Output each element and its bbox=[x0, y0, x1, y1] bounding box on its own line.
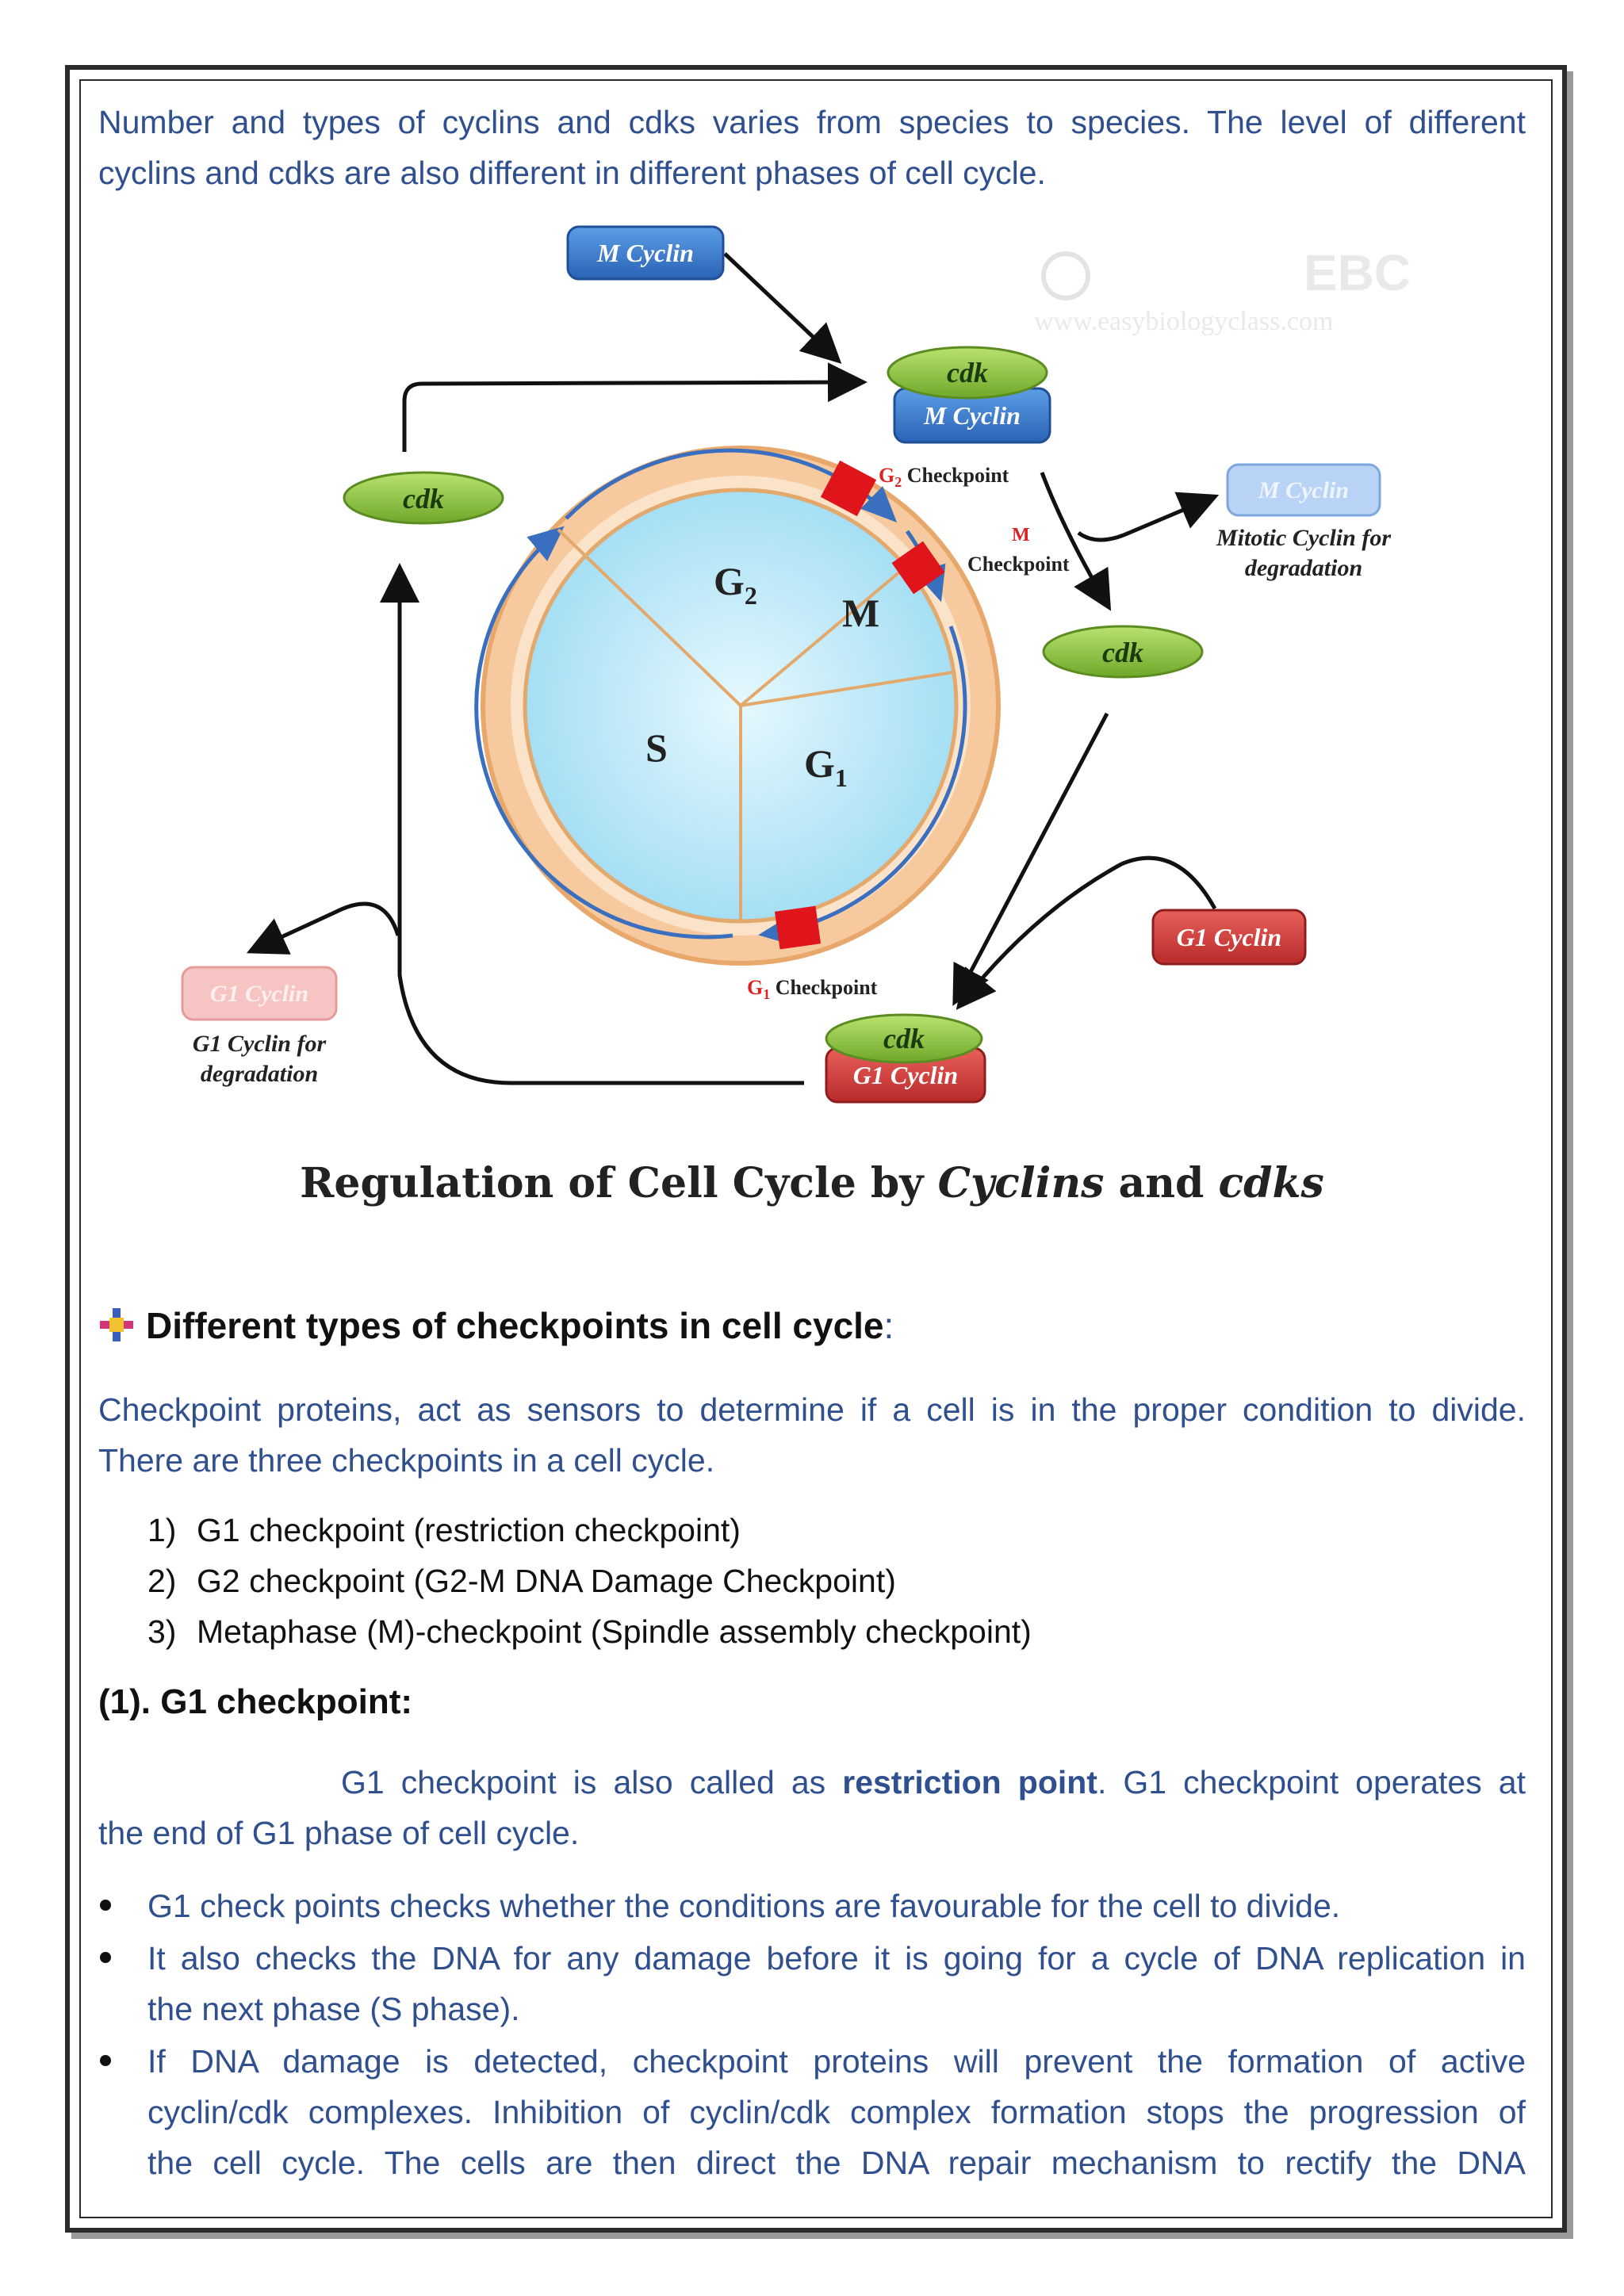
cycle-path-left bbox=[474, 526, 733, 939]
checkpoint-list: 1)G1 checkpoint (restriction checkpoint)… bbox=[147, 1505, 1032, 1657]
phase-dividers bbox=[557, 528, 954, 921]
m-checkpoint-label: Checkpoint bbox=[967, 553, 1070, 576]
checkpoint-intro-line-2: There are three checkpoints in a cell cy… bbox=[98, 1442, 715, 1479]
g1-cyclin-deg-label-2: degradation bbox=[201, 1061, 318, 1087]
flow-arrows bbox=[246, 252, 1220, 1085]
cdk-right-label: cdk bbox=[1102, 637, 1143, 668]
m-cyclin-faded-box bbox=[1226, 463, 1381, 517]
list-item: G1 check points checks whether the condi… bbox=[98, 1881, 1526, 1931]
g1-cyclin-complex-label: G1 Cyclin bbox=[853, 1061, 958, 1089]
list-item: 1)G1 checkpoint (restriction checkpoint) bbox=[147, 1512, 741, 1548]
checkpoints-heading: Different types of checkpoints in cell c… bbox=[98, 1304, 894, 1347]
checkpoint-intro-line-1: Checkpoint proteins, act as sensors to d… bbox=[98, 1391, 1526, 1428]
page-frame-inner bbox=[79, 79, 1553, 2218]
m-checkpoint-marker bbox=[891, 541, 945, 595]
intro-line-1: Number and types of cyclins and cdks var… bbox=[98, 104, 1526, 140]
cdk-left-ellipse bbox=[343, 471, 504, 525]
watermark-logo-text: EBC bbox=[1304, 244, 1411, 301]
phase-m-label: M bbox=[842, 591, 879, 635]
g1-checkpoint-heading: (1). G1 checkpoint: bbox=[98, 1682, 413, 1721]
cdk-right-ellipse bbox=[1042, 625, 1204, 679]
m-cyclin-faded-label: M Cyclin bbox=[1258, 477, 1349, 503]
list-item: 2)G2 checkpoint (G2-M DNA Damage Checkpo… bbox=[147, 1563, 896, 1599]
phase-g1-label: G1 bbox=[804, 741, 848, 792]
mitotic-cyclin-label-2: degradation bbox=[1245, 555, 1362, 581]
phase-s-label: S bbox=[645, 725, 668, 770]
intro-paragraph: Number and types of cyclins and cdks var… bbox=[98, 97, 1526, 198]
g1-checkpoint-marker bbox=[774, 905, 822, 950]
bullet-dot-icon bbox=[100, 1952, 111, 1963]
g2-checkpoint-marker bbox=[820, 460, 877, 517]
bullet-dot-icon bbox=[100, 2055, 111, 2066]
m-cyclin-complex-label: M Cyclin bbox=[923, 401, 1021, 430]
g1-cyclin-box bbox=[1151, 909, 1307, 966]
watermark-url: www.easybiologyclass.com bbox=[1034, 307, 1333, 336]
checkpoints-heading-text: Different types of checkpoints in cell c… bbox=[146, 1305, 884, 1346]
cdk-left-label: cdk bbox=[403, 483, 444, 515]
g1-paragraph-line-1: G1 checkpoint is also called as restrict… bbox=[341, 1764, 1526, 1800]
list-item: 3)Metaphase (M)-checkpoint (Spindle asse… bbox=[147, 1613, 1032, 1650]
cdk-bottom-ellipse bbox=[825, 1013, 983, 1064]
mitotic-cyclin-label-1: Mitotic Cyclin for bbox=[1216, 525, 1391, 551]
bullet-dot-icon bbox=[100, 1900, 111, 1911]
cdk-top-label: cdk bbox=[947, 357, 988, 388]
cdk-bottom-label: cdk bbox=[883, 1023, 925, 1054]
checkpoints-heading-colon: : bbox=[883, 1305, 894, 1346]
cycle-path-right bbox=[758, 626, 967, 947]
page-frame bbox=[65, 65, 1567, 2233]
g1-cyclin-deg-label-1: G1 Cyclin for bbox=[193, 1031, 327, 1057]
g2-checkpoint-label: G2 Checkpoint bbox=[879, 464, 1009, 490]
m-cyclin-label: M Cyclin bbox=[596, 239, 694, 267]
cross-bullet-icon bbox=[98, 1307, 135, 1343]
m-cyclin-box bbox=[566, 225, 725, 281]
restriction-point-term: restriction point bbox=[842, 1764, 1097, 1800]
cdk-top-ellipse bbox=[887, 346, 1048, 400]
list-item: It also checks the DNA for any damage be… bbox=[98, 1933, 1526, 2034]
g1-paragraph-line-2: the end of G1 phase of cell cycle. bbox=[98, 1815, 580, 1851]
g1-checkpoint-label: G1 Checkpoint bbox=[747, 976, 878, 1002]
list-item: If DNA damage is detected, checkpoint pr… bbox=[98, 2036, 1526, 2188]
diagram-caption: Regulation of Cell Cycle by Cyclins and … bbox=[300, 1159, 1324, 1207]
phase-g2-label: G2 bbox=[714, 559, 757, 610]
m-checkpoint-letter: M bbox=[1012, 525, 1030, 545]
g1-paragraph: G1 checkpoint is also called as restrict… bbox=[98, 1757, 1526, 1858]
g1-cyclin-faded-label: G1 Cyclin bbox=[210, 981, 308, 1007]
cell-cycle-diagram: EBC www.easybiologyclass.com G2 M S G1 G… bbox=[181, 225, 1411, 1207]
checkpoint-intro-paragraph: Checkpoint proteins, act as sensors to d… bbox=[98, 1384, 1526, 1486]
intro-line-2: cyclins and cdks are also different in d… bbox=[98, 155, 1046, 191]
g1-bullet-list: G1 check points checks whether the condi… bbox=[98, 1881, 1526, 2190]
g1-cyclin-label: G1 Cyclin bbox=[1177, 923, 1281, 951]
g1-cyclin-faded-box bbox=[181, 966, 338, 1021]
watermark: EBC www.easybiologyclass.com bbox=[1034, 244, 1411, 336]
